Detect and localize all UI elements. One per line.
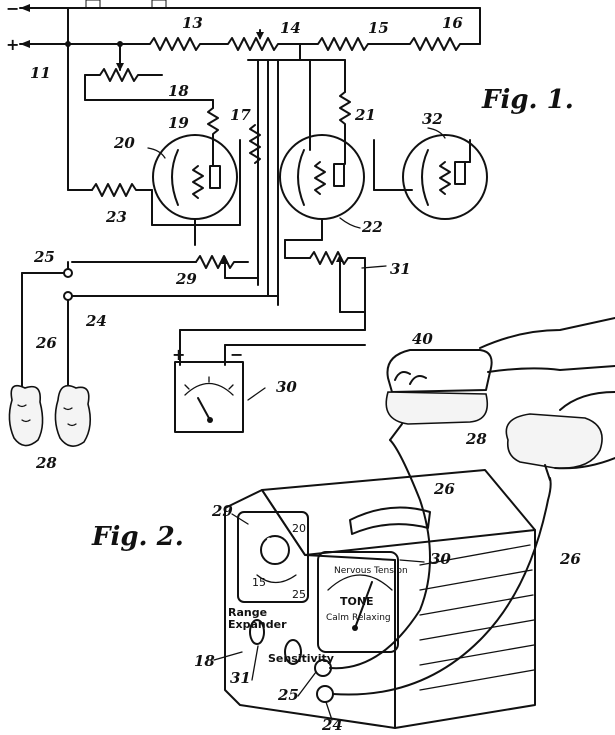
meter-sub-relaxing: Relaxing (352, 613, 391, 623)
figure-2-title: Fig. 2. (91, 522, 184, 552)
ref-21: 21 (354, 106, 376, 124)
carry-handle (349, 506, 431, 535)
ref-15: 15 (368, 19, 389, 37)
ref-11: 11 (30, 64, 51, 82)
circuit-fig1: − + (6, 0, 574, 472)
meter-tone: TONE (340, 595, 374, 608)
ref-17: 17 (230, 106, 251, 124)
ref-32: 32 (422, 110, 443, 128)
ref-29: 29 (175, 270, 197, 288)
f2-ref-31: 31 (230, 669, 251, 687)
ref-30: 30 (276, 378, 297, 396)
cable-right (332, 477, 552, 696)
ref-18: 18 (168, 82, 189, 100)
ref-31: 31 (390, 260, 411, 278)
meter-plus-label: + (172, 345, 185, 364)
ref-26: 26 (35, 334, 57, 352)
f2-ref-25: 25 (277, 686, 299, 704)
ref-14: 14 (280, 19, 301, 37)
ref-13: 13 (182, 14, 203, 32)
f2-ref-26a: 26 (433, 480, 455, 498)
ref-25: 25 (33, 248, 55, 266)
ref-28: 28 (35, 454, 57, 472)
ref-23: 23 (105, 208, 127, 226)
ref-19: 19 (168, 114, 189, 132)
range-expander-switch[interactable] (249, 619, 265, 645)
f2-ref-18: 18 (194, 652, 215, 670)
meter-sub-calm: Calm (326, 613, 349, 623)
terminal-24[interactable] (316, 685, 334, 703)
instrument-fig2: Fig. 2. 20 15 25 Nervous Tension TONE Ca… (91, 317, 615, 734)
ref-22: 22 (361, 218, 383, 236)
sponge-hand-right (505, 413, 603, 469)
dial-mark-20: 20 (292, 522, 306, 535)
minus-terminal-label: − (6, 0, 19, 18)
sensitivity-knob[interactable] (284, 639, 302, 665)
electrode-40 (386, 349, 493, 393)
f2-ref-30: 30 (430, 550, 451, 568)
sponge-electrode-right (54, 384, 92, 447)
cabinet-side (394, 529, 536, 729)
figure-1-title: Fig. 1. (481, 85, 574, 115)
f2-ref-40: 40 (412, 330, 433, 348)
tone-meter (317, 551, 399, 653)
meter-minus-label: − (230, 345, 243, 364)
dial-mark-15: 15 (252, 576, 266, 589)
dial-panel (237, 511, 309, 603)
f2-ref-29: 29 (211, 502, 233, 520)
cabinet-front (224, 489, 396, 729)
dial-mark-25: 25 (292, 588, 306, 601)
sponge-electrode-left (8, 384, 44, 447)
ref-20: 20 (113, 134, 135, 152)
sponge-hand-left (385, 391, 489, 425)
ref-24: 24 (85, 312, 107, 330)
f2-ref-24: 24 (321, 716, 343, 734)
galvanometer-box (174, 361, 244, 433)
f2-ref-26b: 26 (559, 550, 581, 568)
ref-16: 16 (442, 14, 463, 32)
meter-title: Nervous Tension (334, 566, 408, 576)
cable-left (329, 439, 431, 670)
plus-terminal-label: + (6, 35, 19, 54)
f2-ref-28: 28 (465, 430, 487, 448)
